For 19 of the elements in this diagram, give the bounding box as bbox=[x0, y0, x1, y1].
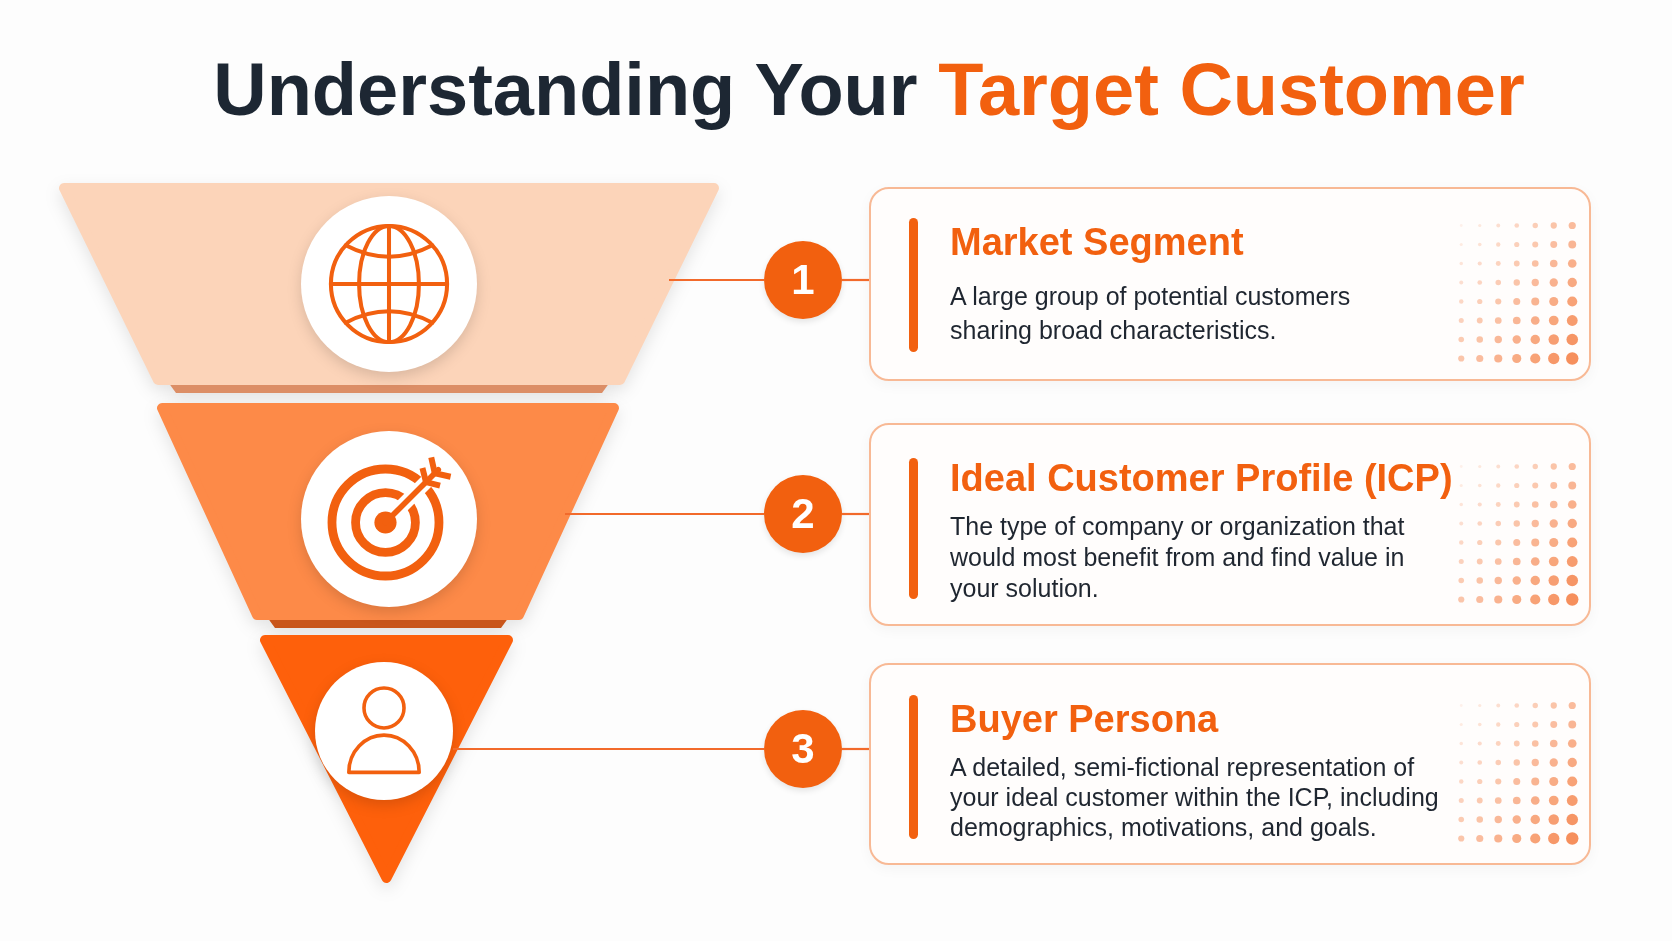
connector-line bbox=[842, 278, 869, 282]
card-heading: Market Segment bbox=[950, 220, 1244, 265]
card-description: A detailed, semi-fictional representation of your ideal customer within the ICP, including demographics, motivations, and goals. bbox=[950, 752, 1440, 842]
card-heading: Ideal Customer Profile (ICP) bbox=[950, 456, 1453, 501]
connector-line bbox=[669, 278, 764, 282]
connector-line bbox=[453, 747, 764, 751]
info-card bbox=[869, 423, 1591, 626]
step-number: 2 bbox=[764, 475, 842, 553]
connector-line bbox=[565, 512, 764, 516]
card-description: The type of company or organization that would most benefit from and find value in your solution. bbox=[950, 511, 1406, 604]
info-card bbox=[869, 187, 1591, 381]
info-card bbox=[869, 663, 1591, 865]
connector-line bbox=[842, 512, 869, 516]
title: Understanding Your Target Customer bbox=[213, 48, 1525, 132]
step-number: 3 bbox=[764, 710, 842, 788]
step-number: 1 bbox=[764, 241, 842, 319]
card-description: A large group of potential customers sharing broad characteristics. bbox=[950, 281, 1352, 346]
connector-line bbox=[842, 747, 869, 751]
card-heading: Buyer Persona bbox=[950, 697, 1219, 742]
